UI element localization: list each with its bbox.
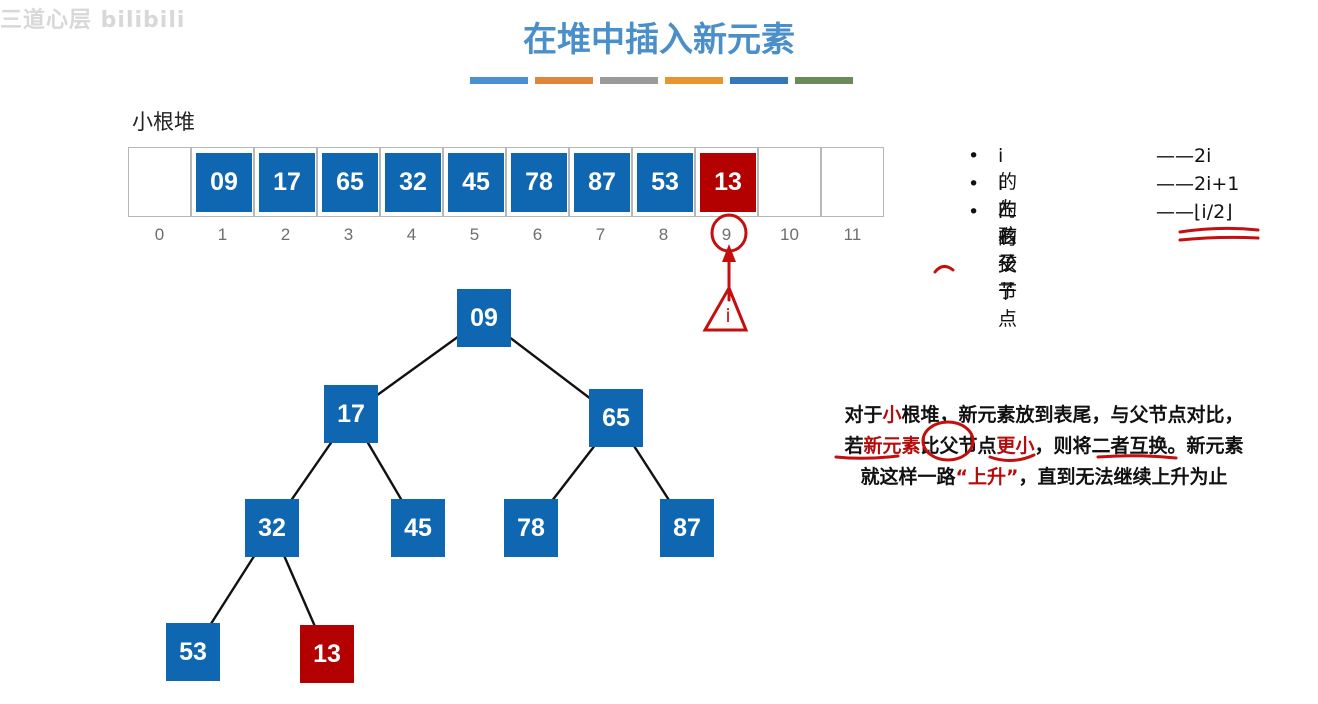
title-bar-segment [730, 77, 788, 84]
explanation-line-3: 就这样一路“上升”，直到无法继续上升为止 [808, 462, 1280, 493]
array-element: 53 [637, 153, 693, 212]
array-cell: 32 [380, 147, 443, 217]
array-element: 45 [448, 153, 504, 212]
bullet: • [968, 173, 980, 195]
array-cell [128, 147, 191, 217]
title-bar-segment [470, 77, 528, 84]
title-bar-segment [795, 77, 853, 84]
title-bar-segment [665, 77, 723, 84]
highlight-new-element: 新元素 [863, 435, 921, 457]
watermark: 三道心层 bilibili [0, 8, 186, 33]
explanation-line-2: 若新元素比父节点更小，则将二者互换。新元素 [808, 431, 1280, 462]
array-cell [758, 147, 821, 217]
explanation-text: 对于小根堆，新元素放到表尾，与父节点对比， 若新元素比父节点更小，则将二者互换。… [808, 400, 1280, 493]
array-element: 78 [511, 153, 567, 212]
title-bar-segment [535, 77, 593, 84]
tree-node: 13 [300, 625, 354, 683]
tree-node: 45 [391, 499, 445, 557]
array-element: 13 [700, 153, 756, 212]
tree-node: 78 [504, 499, 558, 557]
array-index-label: 11 [843, 225, 862, 244]
array-index-label: 0 [154, 225, 165, 244]
array-cell: 17 [254, 147, 317, 217]
title-color-bar [470, 77, 854, 84]
text: 比父节点 [920, 435, 997, 457]
array-index-label: 1 [217, 225, 228, 244]
array-cell: 45 [443, 147, 506, 217]
formula-value: ——2i+1 [1156, 173, 1240, 195]
bullet: • [968, 145, 980, 167]
array-element: 32 [385, 153, 441, 212]
array-element: 65 [322, 153, 378, 212]
text: ，则将二者互换。新元素 [1034, 435, 1244, 457]
array-cell [821, 147, 884, 217]
tree-node: 87 [660, 499, 714, 557]
array-index-label: 8 [658, 225, 669, 244]
title-bar-segment [600, 77, 658, 84]
array-element: 09 [196, 153, 252, 212]
array-index-label: 2 [280, 225, 291, 244]
formula-label: i 的右孩子 [998, 173, 1018, 302]
text: 就这样一路 [860, 466, 956, 488]
formula-value: ——⌊i/2⌋ [1156, 201, 1233, 223]
tree-node: 65 [589, 389, 643, 447]
array-index-label: 5 [469, 225, 480, 244]
array-index-label: 3 [343, 225, 354, 244]
text: 若 [844, 435, 864, 457]
heap-label: 小根堆 [132, 110, 195, 134]
text: ，直到无法继续上升为止 [1018, 466, 1228, 488]
array-index-label: 7 [595, 225, 606, 244]
bullet: • [968, 201, 980, 223]
array-cell: 65 [317, 147, 380, 217]
tree-node: 09 [457, 289, 511, 347]
highlight-smaller: 更小 [996, 435, 1035, 457]
formula-value: ——2i [1156, 145, 1212, 167]
text: 根堆，新元素放到表尾，与父节点对比， [901, 404, 1244, 426]
array-cell: 78 [506, 147, 569, 217]
text: 对于 [844, 404, 883, 426]
highlight-rise: “上升” [955, 466, 1019, 488]
array-index-label: 4 [406, 225, 417, 244]
array-cell: 87 [569, 147, 632, 217]
array-cell: 13 [695, 147, 758, 217]
slide-title: 在堆中插入新元素 [523, 20, 795, 60]
array-cell: 53 [632, 147, 695, 217]
highlight-small: 小 [882, 404, 902, 426]
tree-node: 17 [324, 385, 378, 443]
array-element: 17 [259, 153, 315, 212]
array-cell: 09 [191, 147, 254, 217]
formula-label: i 的父节点 [998, 201, 1018, 330]
explanation-line-1: 对于小根堆，新元素放到表尾，与父节点对比， [808, 400, 1280, 431]
array-index-label: 6 [532, 225, 543, 244]
formula-label: i 的左孩子 [998, 145, 1018, 274]
array-index-label: 10 [780, 225, 799, 244]
tree-node: 53 [166, 623, 220, 681]
array-element: 87 [574, 153, 630, 212]
tree-node: 32 [245, 499, 299, 557]
